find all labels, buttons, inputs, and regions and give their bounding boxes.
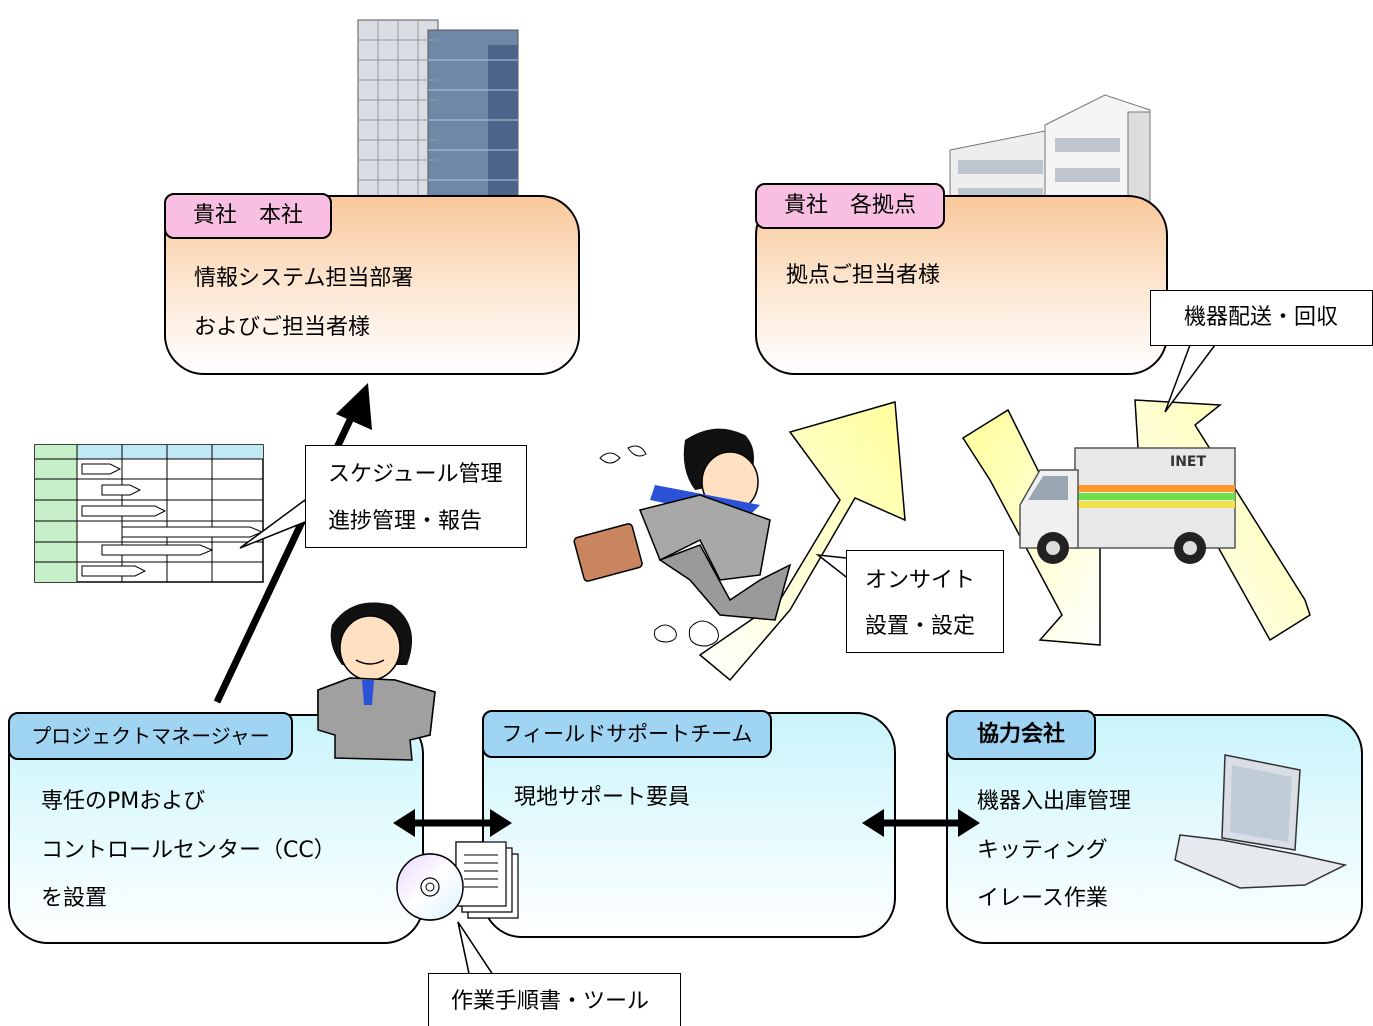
docs-callout: 作業手順書・ツール	[428, 973, 681, 1026]
field-line1: 現地サポート要員	[514, 785, 691, 810]
hq-line1: 情報システム担当部署	[194, 266, 414, 291]
partner-line1: 機器入出庫管理	[977, 789, 1132, 814]
gantt-chart-image	[34, 444, 264, 583]
pm-line2: コントロールセンター（CC）	[41, 838, 336, 863]
pm-line1: 専任のPMおよび	[41, 789, 206, 814]
running-staff-image	[573, 428, 792, 647]
hq-line2: およびご担当者様	[194, 315, 371, 340]
partner-tag: 協力会社	[946, 710, 1096, 760]
hq-tag: 貴社 本社	[164, 193, 332, 239]
truck-logo: INET	[1170, 454, 1207, 470]
branch-tag: 貴社 各拠点	[755, 183, 945, 229]
hq-building-image	[357, 19, 519, 223]
schedule-callout: スケジュール管理 進捗管理・報告	[305, 445, 527, 548]
pm-line3: を設置	[41, 886, 108, 911]
partner-line2: キッティング	[977, 838, 1108, 863]
onsite-callout: オンサイト 設置・設定	[846, 550, 1004, 653]
branch-line1: 拠点ご担当者様	[786, 263, 941, 288]
pm-tag: プロジェクトマネージャー	[8, 712, 293, 760]
delivery-label: 機器配送・回収	[1150, 290, 1373, 346]
partner-line3: イレース作業	[977, 886, 1108, 911]
onsite-flow-arrow	[698, 401, 906, 682]
field-tag: フィールドサポートチーム	[482, 710, 772, 758]
delivery-truck-image	[1019, 447, 1236, 564]
